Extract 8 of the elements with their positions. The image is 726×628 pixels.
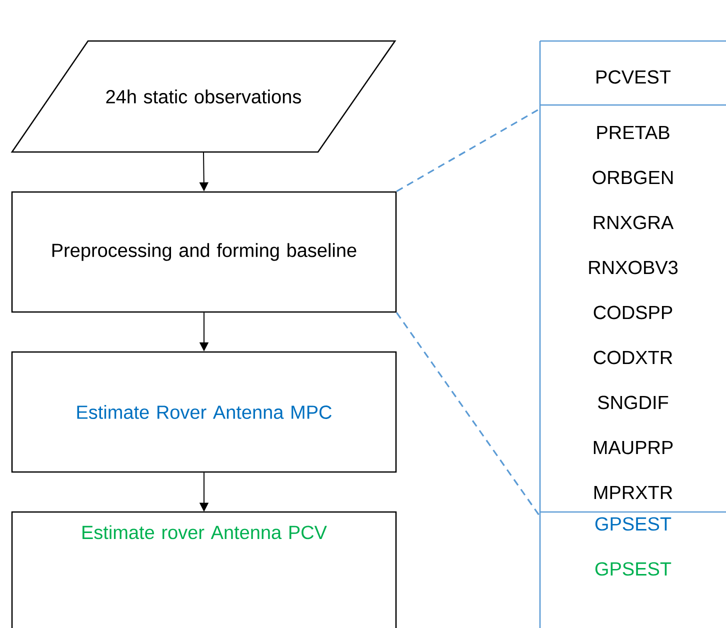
table-cell: PCVEST (539, 40, 726, 106)
zoom-line (396, 108, 540, 192)
process-box: Estimate Rover Antenna MPC (11, 351, 397, 473)
process-box: Estimate rover Antenna PCV (11, 511, 397, 628)
process-box: Preprocessing and forming baseline (11, 191, 397, 313)
zoom-line (396, 312, 540, 517)
table-cell: PRETAB ORBGEN RNXGRA RNXOBV3 CODSPP CODXTR SNGDIF MAUPRP MPRXTR (539, 105, 726, 513)
table-cell: GPSEST GPSEST (539, 512, 672, 628)
